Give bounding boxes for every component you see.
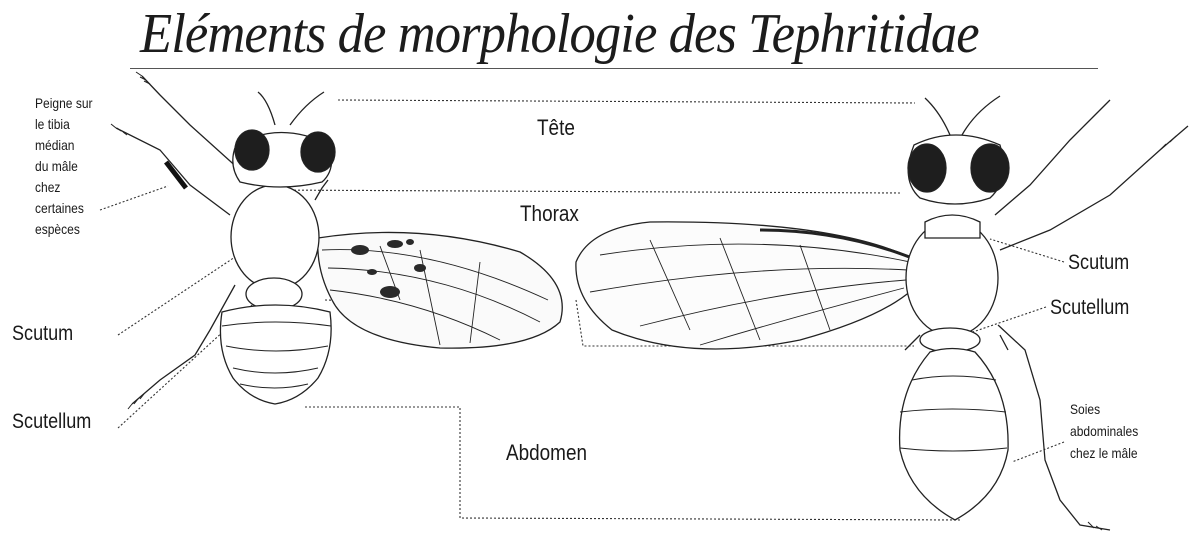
left-fly-leg (132, 285, 235, 404)
label-soies: Soies abdominales chez le mâle (1070, 398, 1138, 464)
label-peigne-line: Peigne sur (35, 93, 93, 114)
label-abdomen: Abdomen (506, 440, 587, 466)
label-scutum-left: Scutum (12, 322, 73, 346)
left-fly-leg (142, 76, 240, 170)
label-peigne-line: chez (35, 177, 93, 198)
label-peigne: Peigne sur le tibia médian du mâle chez … (35, 93, 93, 240)
label-scutellum-right: Scutellum (1050, 296, 1129, 320)
leader-peigne (100, 186, 168, 210)
right-eye (908, 144, 946, 192)
label-peigne-line: le tibia (35, 114, 93, 135)
left-eye (301, 132, 335, 172)
label-peigne-line: certaines (35, 198, 93, 219)
label-soies-line: chez le mâle (1070, 442, 1138, 464)
leader-soies (1012, 442, 1064, 462)
label-soies-line: abdominales (1070, 420, 1138, 442)
label-peigne-line: du mâle (35, 156, 93, 177)
label-tete: Tête (537, 115, 575, 141)
left-abdomen (220, 305, 331, 404)
label-soies-line: Soies (1070, 398, 1138, 420)
right-eye (971, 144, 1009, 192)
tibia-comb (166, 162, 186, 188)
leader-tete (338, 100, 915, 103)
left-thorax (231, 185, 319, 289)
left-fly (111, 72, 562, 409)
right-abdomen (900, 349, 1009, 521)
right-fly-leg (1000, 126, 1188, 250)
leader-abdomen (305, 407, 962, 520)
leader-scutum-right (990, 239, 1064, 262)
leader-thorax (262, 190, 900, 193)
label-scutum-right: Scutum (1068, 251, 1129, 275)
label-scutellum-left: Scutellum (12, 410, 91, 434)
label-peigne-line: espèces (35, 219, 93, 240)
left-eye (235, 130, 269, 170)
label-thorax: Thorax (520, 201, 579, 227)
label-peigne-line: médian (35, 135, 93, 156)
